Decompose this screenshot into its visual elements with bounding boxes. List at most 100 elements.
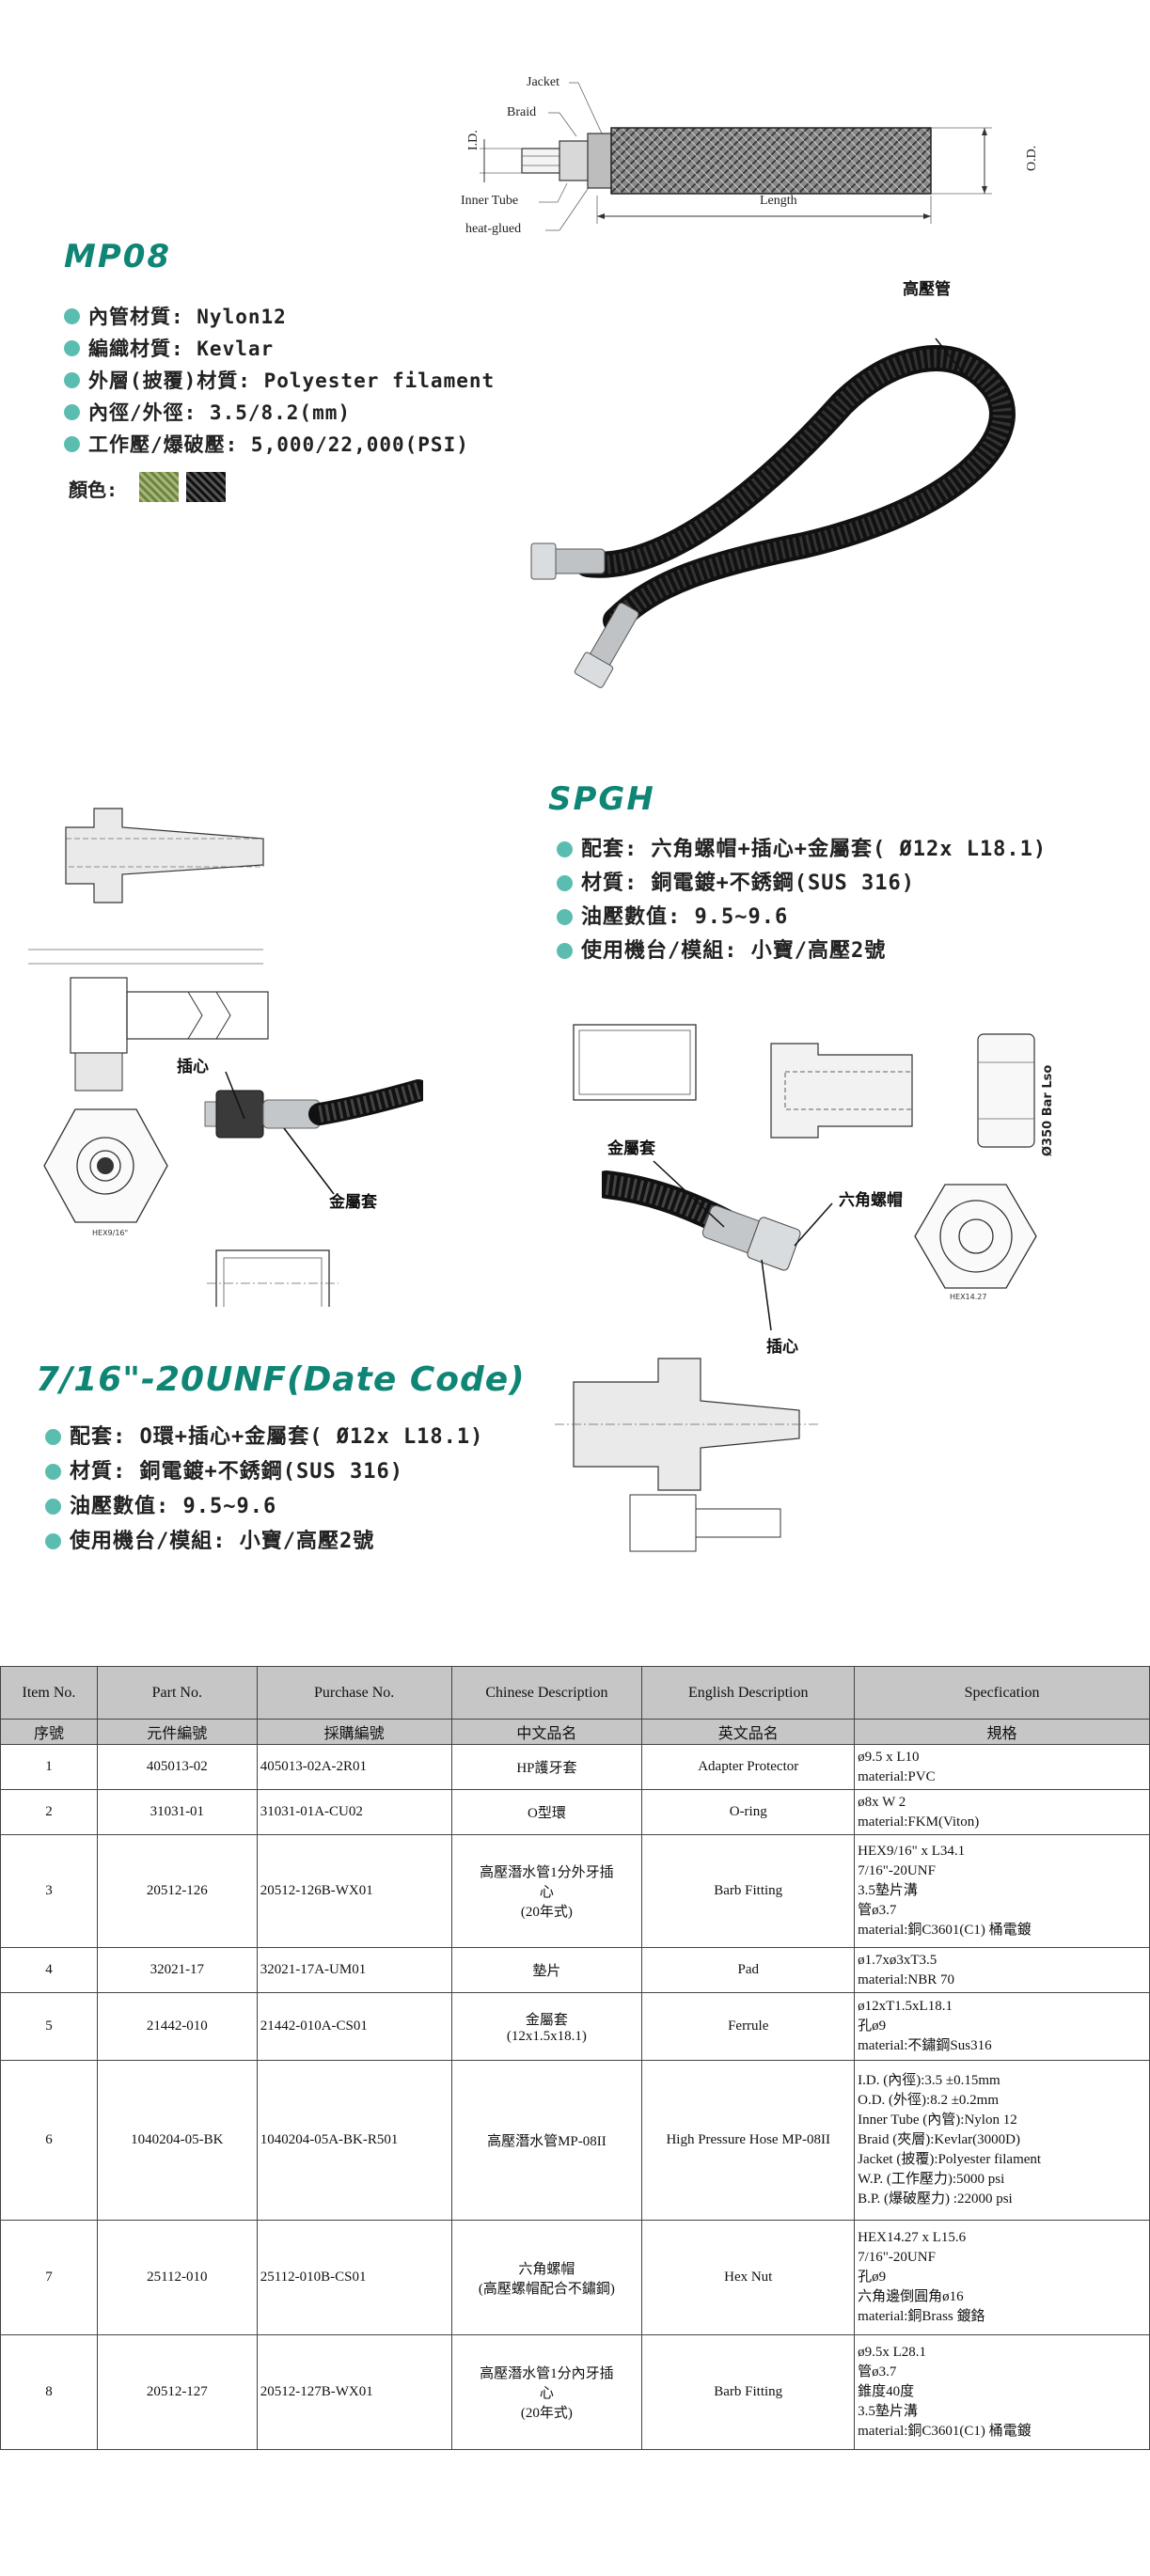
item-no: 6 [0, 2060, 98, 2221]
zh-description: 六角螺帽(高壓螺帽配合不鏽鋼) [450, 2220, 643, 2335]
diagram-label-jacket: Jacket [527, 75, 559, 89]
unf-cad-drawings [28, 808, 339, 1307]
part-no: 32021-17 [96, 1947, 258, 1993]
diagram-label-length: Length [760, 194, 797, 208]
en-description: Pad [641, 1947, 856, 1993]
part-no: 20512-127 [96, 2334, 258, 2450]
col-subheader: 中文品名 [450, 1719, 643, 1745]
table-row: 7 25112-010 25112-010B-CS01 六角螺帽(高壓螺帽配合不… [0, 2220, 1150, 2335]
diagram-label-braid: Braid [507, 105, 537, 119]
zh-description: HP護牙套 [450, 1744, 643, 1790]
en-description: Ferrule [641, 1992, 856, 2061]
spgh-title: SPGH [548, 780, 655, 818]
col-subheader: 採購編號 [256, 1719, 452, 1745]
spgh-callout-hex-nut: 六角螺帽 [839, 1191, 903, 1210]
purchase-no: 20512-127B-WX01 [256, 2334, 452, 2450]
spgh-spec-item: 配套: 六角螺帽+插心+金屬套( Ø12x L18.1) [557, 833, 1047, 867]
parts-table: Item No. Part No. Purchase No. Chinese D… [0, 1666, 1150, 2450]
table-row: 4 32021-17 32021-17A-UM01 墊片 Pad ø1.7xø3… [0, 1947, 1150, 1993]
unf-spec-item: 材質: 銅電鍍+不銹鋼(SUS 316) [45, 1454, 483, 1489]
unf-spec-item: 油壓數值: 9.5~9.6 [45, 1489, 483, 1524]
unf-callout-lines [225, 1071, 335, 1195]
bullet-icon [64, 372, 80, 388]
spgh-cad-drawings [555, 1024, 1037, 1552]
bullet-icon [45, 1463, 61, 1480]
purchase-no: 31031-01A-CU02 [256, 1789, 452, 1835]
zh-description: 墊片 [450, 1947, 643, 1993]
col-header: Chinese Description [450, 1666, 643, 1720]
col-subheader: 元件編號 [96, 1719, 258, 1745]
spgh-callout-lines [653, 1160, 833, 1331]
col-subheader: 序號 [0, 1719, 98, 1745]
table-row: 3 20512-126 20512-126B-WX01 高壓潛水管1分外牙插心(… [0, 1834, 1150, 1948]
mp08-spec-list: 內管材質: Nylon12 編織材質: Kevlar 外層(披覆)材質: Pol… [64, 301, 495, 461]
item-no: 7 [0, 2220, 98, 2335]
unf-spec-item: 使用機台/模組: 小寶/高壓2號 [45, 1524, 483, 1559]
zh-description: 金屬套(12x1.5x18.1) [450, 1992, 643, 2061]
mp08-color-label: 顏色: [69, 479, 118, 501]
item-no: 4 [0, 1947, 98, 1993]
item-no: 3 [0, 1834, 98, 1948]
item-no: 8 [0, 2334, 98, 2450]
unf-title: 7/16"-20UNF(Date Code) [36, 1360, 526, 1399]
zh-description: 高壓潛水管1分內牙插心(20年式) [450, 2334, 643, 2450]
col-header: Purchase No. [256, 1666, 452, 1720]
col-subheader: 英文品名 [641, 1719, 856, 1745]
part-no: 20512-126 [96, 1834, 258, 1948]
bullet-icon [557, 841, 573, 857]
spgh-callout-ferrule: 金屬套 [607, 1139, 655, 1158]
bullet-icon [557, 909, 573, 925]
table-row: 2 31031-01 31031-01A-CU02 O型環 O-ring ø8x… [0, 1789, 1150, 1835]
mp08-photo-label: 高壓管 [903, 280, 951, 299]
purchase-no: 32021-17A-UM01 [256, 1947, 452, 1993]
spgh-callout-insert: 插心 [766, 1338, 798, 1357]
col-subheader: 規格 [854, 1719, 1150, 1745]
diagram-label-od: O.D. [1025, 145, 1039, 171]
purchase-no: 20512-126B-WX01 [256, 1834, 452, 1948]
table-row: 1 405013-02 405013-02A-2R01 HP護牙套 Adapte… [0, 1744, 1150, 1790]
item-no: 5 [0, 1992, 98, 2061]
hose-photo [530, 338, 1016, 688]
en-description: Adapter Protector [641, 1744, 856, 1790]
mp08-title: MP08 [64, 238, 172, 275]
table-subheader-row: 序號 元件編號 採購編號 中文品名 英文品名 規格 [0, 1719, 1150, 1745]
zh-description: 高壓潛水管1分外牙插心(20年式) [450, 1834, 643, 1948]
en-description: Barb Fitting [641, 2334, 856, 2450]
color-swatch-black [186, 472, 226, 502]
unf-spec-item: 配套: O環+插心+金屬套( Ø12x L18.1) [45, 1420, 483, 1454]
en-description: High Pressure Hose MP-08II [641, 2060, 856, 2221]
table-header-row: Item No. Part No. Purchase No. Chinese D… [0, 1666, 1150, 1720]
col-header: Specfication [854, 1666, 1150, 1720]
spgh-nut-marking: Ø350 Bar Lso [1041, 1064, 1055, 1156]
en-description: Barb Fitting [641, 1834, 856, 1948]
bullet-icon [557, 943, 573, 959]
bullet-icon [45, 1498, 61, 1515]
bullet-icon [64, 436, 80, 452]
bullet-icon [64, 340, 80, 356]
unf-fitting-photo [204, 1079, 423, 1139]
spgh-spec-item: 油壓數值: 9.5~9.6 [557, 901, 1047, 935]
col-header: Item No. [0, 1666, 98, 1720]
unf-callout-insert: 插心 [177, 1058, 209, 1076]
purchase-no: 21442-010A-CS01 [256, 1992, 452, 2061]
table-row: 8 20512-127 20512-127B-WX01 高壓潛水管1分內牙插心(… [0, 2334, 1150, 2450]
spgh-spec-list: 配套: 六角螺帽+插心+金屬套( Ø12x L18.1) 材質: 銅電鍍+不銹鋼… [557, 833, 1047, 968]
mp08-spec-item: 內管材質: Nylon12 [64, 301, 495, 333]
bullet-icon [64, 404, 80, 420]
part-no: 1040204-05-BK [96, 2060, 258, 2221]
hose-structure-diagram [480, 82, 992, 231]
diagram-label-inner-tube: Inner Tube [461, 194, 519, 208]
bullet-icon [557, 875, 573, 891]
table-row: 5 21442-010 21442-010A-CS01 金屬套(12x1.5x1… [0, 1992, 1150, 2061]
part-no: 21442-010 [96, 1992, 258, 2061]
spgh-hex-label: HEX14.27 [950, 1293, 987, 1301]
col-header: Part No. [96, 1666, 258, 1720]
item-no: 2 [0, 1789, 98, 1835]
spgh-spec-item: 材質: 銅電鍍+不銹鋼(SUS 316) [557, 867, 1047, 901]
en-description: Hex Nut [641, 2220, 856, 2335]
